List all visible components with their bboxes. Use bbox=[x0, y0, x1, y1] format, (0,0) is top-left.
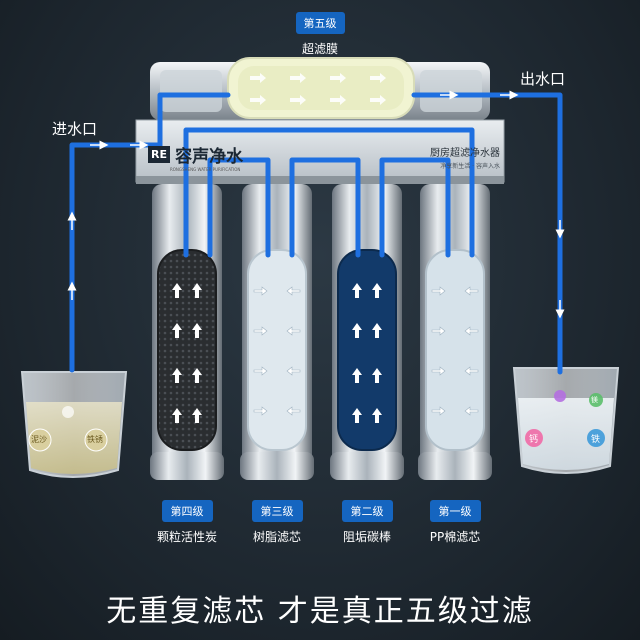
core-inward-arrows bbox=[253, 286, 479, 416]
mineral-label: 铁 bbox=[591, 435, 601, 445]
stage-label-2: 第二级 阻垢碳棒 bbox=[322, 500, 412, 545]
stage-name: 阻垢碳棒 bbox=[342, 530, 391, 544]
brand-logo: RE bbox=[148, 146, 170, 163]
stage-label-1: 第一级 PP棉滤芯 bbox=[410, 500, 500, 545]
membrane-arrows bbox=[250, 73, 386, 105]
brand-name: 容声净水 bbox=[175, 147, 244, 167]
stage-name: 树脂滤芯 bbox=[252, 530, 301, 544]
outlet-glass bbox=[512, 367, 620, 474]
stage-tag: 第二级 bbox=[341, 500, 393, 522]
filter-cores bbox=[157, 249, 485, 451]
product-slogan: 净享新生活 · 容声入水 bbox=[440, 163, 500, 170]
mineral-label: 钙 bbox=[529, 435, 539, 445]
slogan: 无重复滤芯 才是真正五级过滤 bbox=[106, 594, 534, 629]
stage-tag: 第三级 bbox=[251, 500, 303, 522]
impurity-bubbles bbox=[28, 406, 108, 452]
impurity-label: 铁锈 bbox=[87, 435, 103, 444]
mineral-label: 镁 bbox=[591, 396, 598, 404]
inlet-label: 进水口 bbox=[52, 120, 98, 138]
flow-arrows bbox=[67, 90, 565, 319]
core-flow-arrows bbox=[172, 283, 382, 423]
top-stage-tag: 第五级 bbox=[295, 12, 345, 34]
mineral-bubbles bbox=[525, 390, 605, 447]
inlet-glass bbox=[20, 371, 128, 478]
impurity-label: 泥沙 bbox=[31, 435, 47, 444]
product-name: 厨房超滤净水器 bbox=[430, 148, 500, 159]
top-stage-name: 超滤膜 bbox=[301, 42, 338, 56]
product-plate: 厨房超滤净水器 净享新生活 · 容声入水 bbox=[414, 144, 500, 170]
brand-subtitle: RONGSHENG WATER PURIFICATION bbox=[170, 167, 241, 172]
stage-label-4: 第四级 颗粒活性炭 bbox=[142, 500, 232, 545]
outlet-label: 出水口 bbox=[520, 70, 566, 88]
brand-plate: RE 容声净水 RONGSHENG WATER PURIFICATION bbox=[148, 142, 278, 172]
stage-label-3: 第三级 树脂滤芯 bbox=[232, 500, 322, 545]
stage-tag: 第一级 bbox=[429, 500, 481, 522]
top-stage-label: 第五级 超滤膜 bbox=[289, 12, 351, 57]
stage-name: 颗粒活性炭 bbox=[156, 530, 217, 544]
stage-name: PP棉滤芯 bbox=[429, 530, 481, 544]
stage-tag: 第四级 bbox=[161, 500, 213, 522]
uf-membrane-housing bbox=[150, 57, 490, 120]
